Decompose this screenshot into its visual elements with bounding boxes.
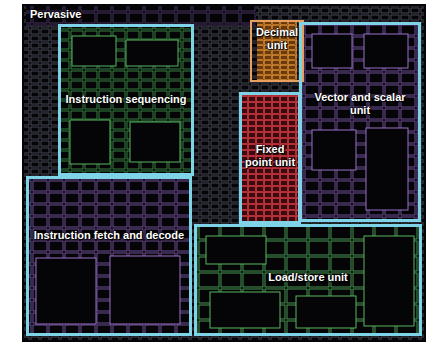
vsu-ground xyxy=(302,24,418,220)
vsu-macro xyxy=(312,130,356,170)
ifu-macro xyxy=(110,256,180,324)
unit-region: Load/store unit xyxy=(194,224,422,336)
pervasive-area xyxy=(26,6,256,26)
fxu-ground xyxy=(242,94,298,222)
vsu-macro xyxy=(364,34,408,68)
pervasive-logic xyxy=(26,6,256,26)
lsu-macro xyxy=(210,292,280,328)
unit-label: Instruction fetch and decode xyxy=(32,229,186,242)
unit-label: Instruction sequencing xyxy=(63,93,188,106)
is-macro xyxy=(72,36,116,66)
vsu-macro xyxy=(366,128,408,210)
is-macro xyxy=(70,120,110,164)
is-macro xyxy=(126,40,178,66)
lsu-macro xyxy=(364,236,414,326)
fxu-logic xyxy=(242,94,298,222)
is-macro xyxy=(130,122,180,162)
ifu-macro xyxy=(36,258,96,324)
lsu-logic xyxy=(196,226,420,334)
vsu-logic xyxy=(302,24,418,220)
ifu-ground xyxy=(28,178,190,334)
unit-label: Decimal unit xyxy=(252,26,302,52)
misc-logic xyxy=(24,6,424,340)
unit-region: Vector and scalar unit xyxy=(299,22,421,222)
unit-label: Vector and scalar unit xyxy=(302,91,418,117)
region-band: Pervasive xyxy=(28,5,118,25)
unit-label: Load/store unit xyxy=(266,271,349,284)
unit-region: Instruction fetch and decode xyxy=(26,176,192,336)
unit-region: Instruction sequencing xyxy=(58,24,194,176)
vsu-macro xyxy=(312,34,352,68)
is-ground xyxy=(60,26,192,174)
lsu-ground xyxy=(196,226,420,334)
unit-region: Decimal unit xyxy=(250,20,304,82)
unit-label: Pervasive xyxy=(28,8,83,21)
lsu-macro xyxy=(206,236,266,264)
ifu-logic xyxy=(28,178,190,334)
unit-region: Fixed point unit xyxy=(239,92,301,224)
is-logic xyxy=(60,26,192,174)
unit-label: Fixed point unit xyxy=(242,143,298,169)
lsu-macro xyxy=(296,296,356,328)
